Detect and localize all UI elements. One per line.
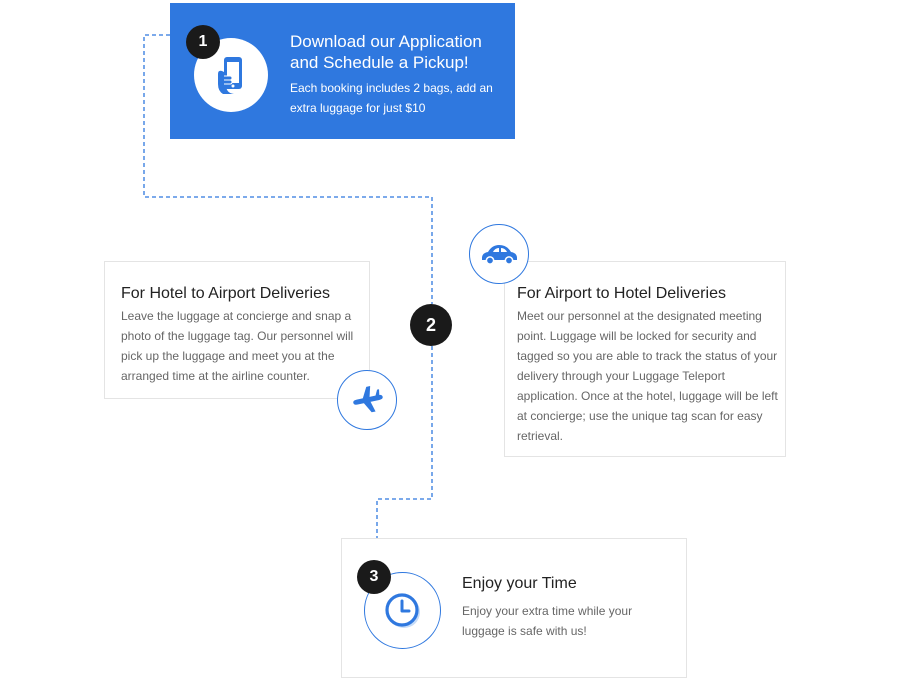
hotel-to-airport-description: Leave the luggage at concierge and snap … [121, 309, 354, 383]
step-1-title: Download our Application and Schedule a … [290, 31, 505, 73]
phone-hand-icon [194, 38, 268, 112]
step-1-title-line-2: and Schedule a Pickup! [290, 53, 469, 72]
step-1-title-line-1: Download our Application [290, 32, 482, 51]
step-3-title: Enjoy your Time [462, 575, 577, 592]
step-1-description: Each booking includes 2 bags, add an ext… [290, 81, 493, 115]
airport-to-hotel-card: For Airport to Hotel Deliveries Meet our… [504, 261, 786, 457]
step-1-card: Download our Application and Schedule a … [170, 3, 515, 139]
car-icon [469, 224, 529, 284]
hotel-to-airport-card: For Hotel to Airport Deliveries Leave th… [104, 261, 370, 399]
step-3-badge: 3 [357, 560, 391, 594]
airplane-icon [337, 370, 397, 430]
airport-to-hotel-title: For Airport to Hotel Deliveries [517, 285, 726, 302]
hotel-to-airport-title: For Hotel to Airport Deliveries [121, 285, 330, 302]
step-1-badge: 1 [186, 25, 220, 59]
step-2-badge: 2 [410, 304, 452, 346]
airport-to-hotel-description: Meet our personnel at the designated mee… [517, 309, 778, 443]
step-3-description: Enjoy your extra time while your luggage… [462, 604, 633, 638]
